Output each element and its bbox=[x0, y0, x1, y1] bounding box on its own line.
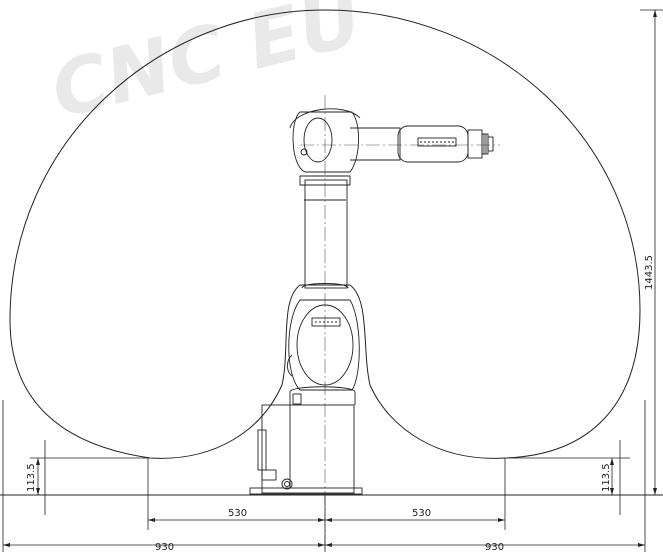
dim-right-530: 530 bbox=[412, 508, 431, 519]
dim-left-113-5: 113.5 bbox=[26, 463, 37, 492]
forearm bbox=[350, 127, 401, 161]
dim-left-530: 530 bbox=[228, 508, 247, 519]
dim-height-1443-5: 1443.5 bbox=[644, 255, 655, 290]
workspace-envelope bbox=[9, 9, 641, 459]
dim-right-113-5: 113.5 bbox=[601, 463, 612, 492]
shoulder-joint bbox=[288, 299, 360, 391]
flange bbox=[487, 136, 494, 152]
dimension-arrows bbox=[3, 10, 657, 547]
base-connector-icon bbox=[281, 478, 293, 490]
elbow-joint bbox=[292, 111, 360, 173]
dim-right-930: 930 bbox=[485, 542, 504, 552]
robot-arm bbox=[249, 108, 494, 495]
dim-left-930: 930 bbox=[155, 542, 174, 552]
dimension-lines bbox=[2, 9, 663, 552]
robot-base bbox=[261, 404, 355, 494]
watermark: CNC EU bbox=[43, 0, 370, 135]
wrist bbox=[467, 129, 483, 159]
upper-arm bbox=[304, 179, 348, 289]
watermark-line2: CNC EU bbox=[43, 0, 370, 135]
